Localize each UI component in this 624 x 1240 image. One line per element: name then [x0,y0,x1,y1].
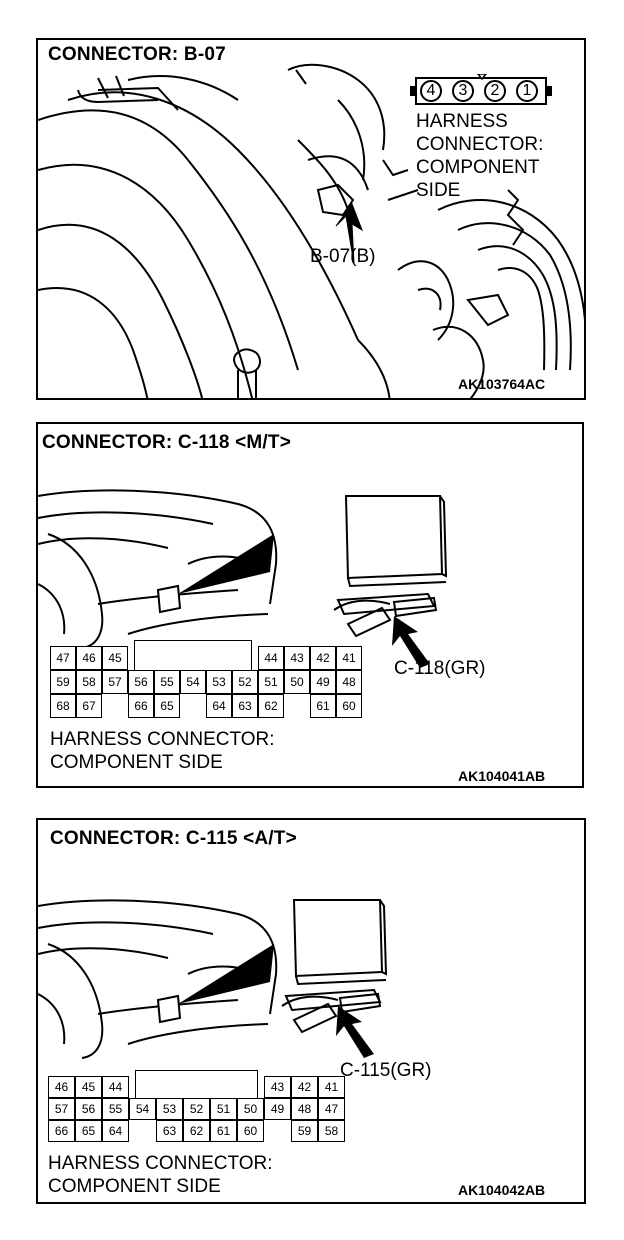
pin-cell: 58 [76,670,102,694]
pin-cell: 48 [336,670,362,694]
figure-code: AK104042AB [458,1182,546,1198]
pin-cell: 53 [156,1098,183,1120]
pin-cell: 41 [336,646,362,670]
harness-label: HARNESS CONNECTOR: COMPONENT SIDE [48,1152,273,1198]
pin-cell: 64 [206,694,232,718]
pin-cell: 43 [284,646,310,670]
pin-cell: 56 [75,1098,102,1120]
pin-cell: 47 [50,646,76,670]
connector-callout: B-07(B) [310,246,376,267]
pin-cell: 59 [50,670,76,694]
pin-cell: 49 [264,1098,291,1120]
pin-cell: 45 [102,646,128,670]
harness-label: HARNESS CONNECTOR: COMPONENT SIDE [416,110,543,202]
panel-title: CONNECTOR: C-115 <A/T> [50,828,297,849]
harness-line: SIDE [416,180,461,201]
pin-cell: 55 [154,670,180,694]
connector-callout: C-118(GR) [394,658,486,679]
pin-cell: 61 [210,1120,237,1142]
pin-cell: 62 [183,1120,210,1142]
pin-cell: 46 [48,1076,75,1098]
pin-cell: 65 [75,1120,102,1142]
pin-cell: 66 [48,1120,75,1142]
pin-cell: 50 [237,1098,264,1120]
pin-cell: 52 [183,1098,210,1120]
dashboard-illustration [38,489,448,668]
pin-cell: 44 [258,646,284,670]
figure-code: AK103764AC [458,376,546,392]
pin-cell: 66 [128,694,154,718]
pin-cell: 51 [210,1098,237,1120]
pin-cell: 60 [237,1120,264,1142]
pin-cell: 47 [318,1098,345,1120]
pin-cell: 58 [318,1120,345,1142]
pin-cell: 63 [232,694,258,718]
pin-cell: 45 [75,1076,102,1098]
connector-callout: C-115(GR) [340,1060,432,1081]
callout-arrow [335,202,363,265]
pin-cell: 50 [284,670,310,694]
harness-line: COMPONENT [416,157,540,178]
dashboard-illustration [38,899,388,1059]
pin-cell: 48 [291,1098,318,1120]
harness-line: COMPONENT SIDE [50,752,223,773]
pin-cell: 52 [232,670,258,694]
pin-cell: 42 [310,646,336,670]
harness-line: CONNECTOR: [416,134,544,155]
harness-line: COMPONENT SIDE [48,1176,221,1197]
pin-cell: 68 [50,694,76,718]
pin-cell: 60 [336,694,362,718]
pin-cell: 65 [154,694,180,718]
pin-cell: 53 [206,670,232,694]
pin-cell: 59 [291,1120,318,1142]
pin-cell: 51 [258,670,284,694]
pin-1: 1 [516,80,538,102]
connector-face-b07: 4 3 2 1 [410,74,552,108]
pin-cell: 42 [291,1076,318,1098]
pin-cell: 54 [129,1098,156,1120]
callout-arrow [336,1006,374,1058]
pin-cell: 57 [48,1098,75,1120]
pin-3: 3 [452,80,474,102]
pin-cell: 43 [264,1076,291,1098]
pin-cell: 49 [310,670,336,694]
connector-panel-b07: CONNECTOR: B-07 4 3 2 1 HARNESS CONNECTO… [36,38,586,400]
pin-cell: 46 [76,646,102,670]
pin-cell: 56 [128,670,154,694]
pin-cell: 41 [318,1076,345,1098]
pin-cell: 54 [180,670,206,694]
harness-line: HARNESS [416,111,508,132]
pin-cell: 57 [102,670,128,694]
pin-cell: 55 [102,1098,129,1120]
pin-cell: 67 [76,694,102,718]
panel-title: CONNECTOR: C-118 <M/T> [42,432,291,453]
harness-label: HARNESS CONNECTOR: COMPONENT SIDE [50,728,275,774]
pin-cell: 44 [102,1076,129,1098]
pin-cell: 64 [102,1120,129,1142]
panel-title: CONNECTOR: B-07 [48,44,226,65]
pin-cell: 63 [156,1120,183,1142]
pin-4: 4 [420,80,442,102]
pin-cell: 62 [258,694,284,718]
figure-code: AK104041AB [458,768,546,784]
callout-arrow [392,616,430,668]
harness-line: HARNESS CONNECTOR: [48,1153,273,1174]
empty-cavity [135,1070,258,1098]
pin-cell: 61 [310,694,336,718]
engine-bay-illustration [38,63,584,398]
harness-line: HARNESS CONNECTOR: [50,729,275,750]
pin-2: 2 [484,80,506,102]
empty-cavity [134,640,252,670]
